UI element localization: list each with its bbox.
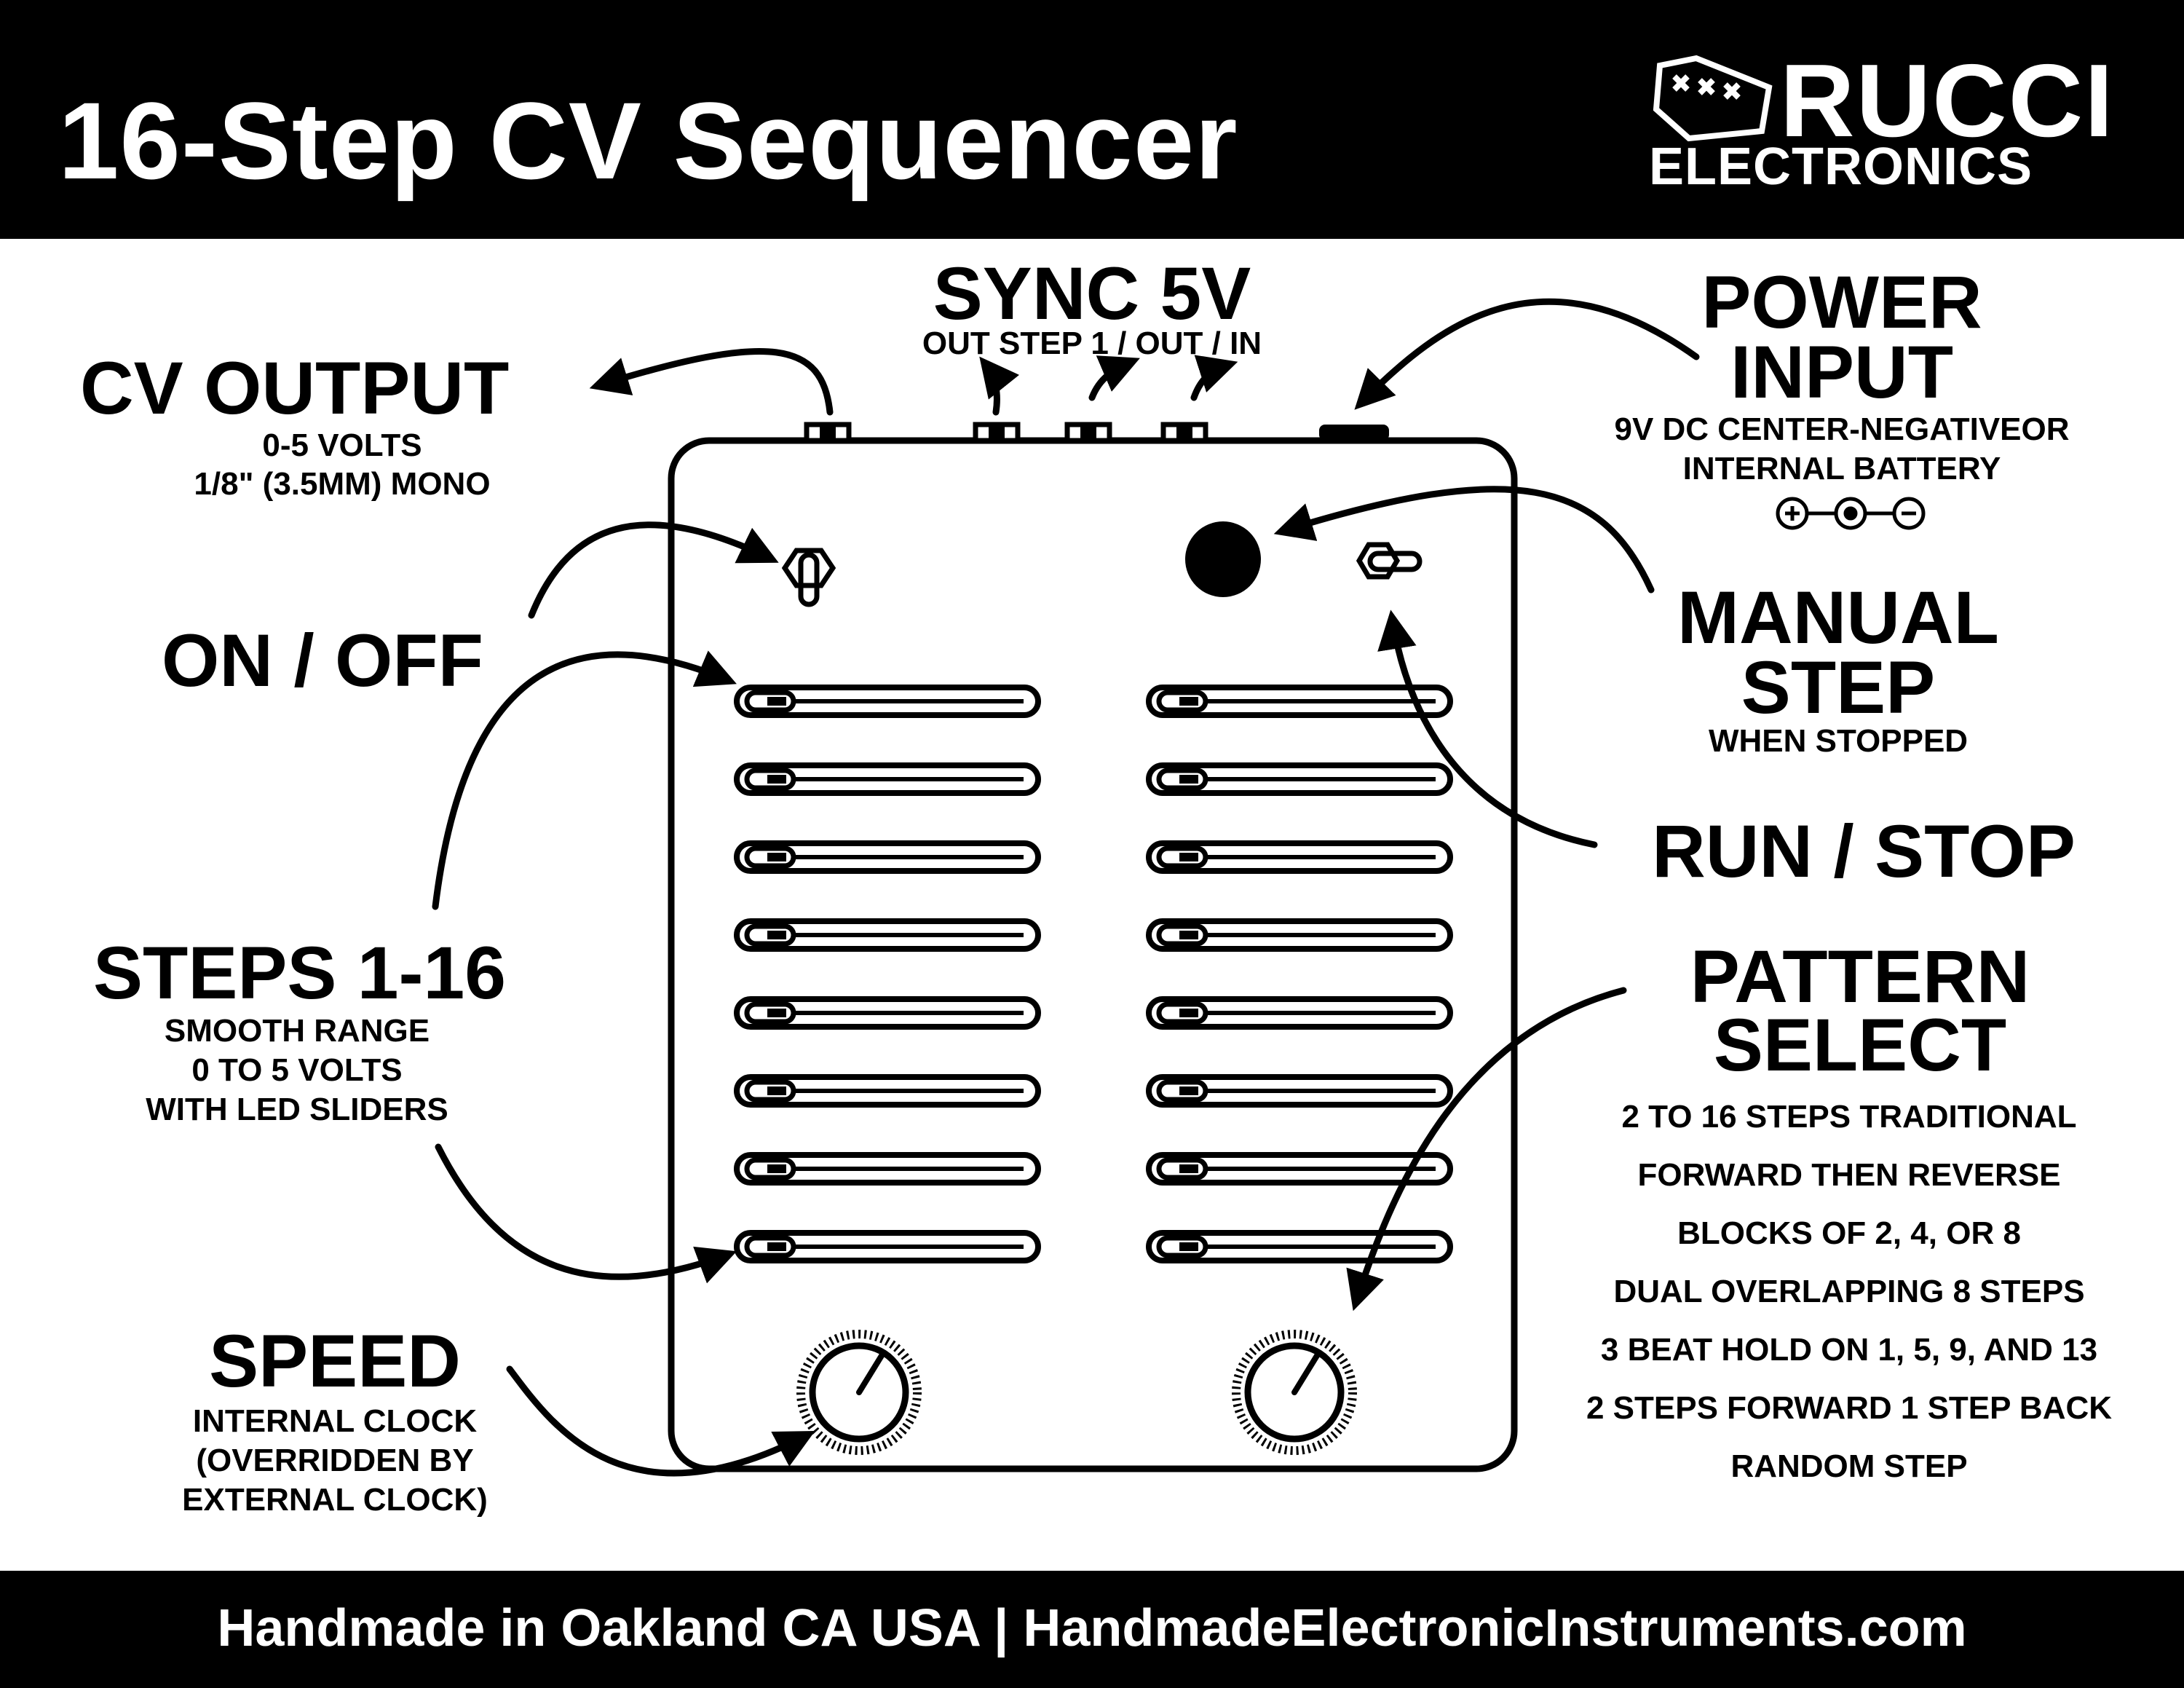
step-slider xyxy=(734,996,1041,1030)
pattern-title-2: SELECT xyxy=(1713,1003,2007,1086)
enclosure xyxy=(668,437,1518,1472)
sync-subtitle: OUT STEP 1 / OUT / IN xyxy=(922,326,1262,361)
step-slider xyxy=(1146,996,1453,1030)
run-stop-title: RUN / STOP xyxy=(1652,810,2076,893)
step-slider xyxy=(734,1074,1041,1108)
manual-step-arrow xyxy=(1273,486,1655,593)
steps-line1: SMOOTH RANGE xyxy=(164,1013,430,1049)
pattern-select-arrow xyxy=(1346,987,1627,1312)
run-stop-toggle-icon xyxy=(1356,542,1423,580)
power-line2: INTERNAL BATTERY xyxy=(1682,451,2001,486)
steps-top-arrow xyxy=(432,650,737,910)
cv-output-title: CV OUTPUT xyxy=(80,347,510,430)
step-slider xyxy=(734,1152,1041,1186)
speed-knob xyxy=(796,1330,922,1455)
step-sliders xyxy=(734,685,1453,1263)
header-bar xyxy=(0,0,2184,239)
pattern-item: 3 BEAT HOLD ON 1, 5, 9, AND 13 xyxy=(1600,1332,2098,1368)
pattern-item: BLOCKS OF 2, 4, OR 8 xyxy=(1677,1215,2021,1251)
sync-jack-out xyxy=(1064,422,1112,443)
power-title-1: POWER xyxy=(1701,261,1982,344)
sync-in-arrow xyxy=(1190,355,1238,401)
step-slider xyxy=(734,762,1041,796)
pattern-item: 2 TO 16 STEPS TRADITIONAL xyxy=(1621,1099,2077,1135)
step-slider xyxy=(1146,1230,1453,1263)
polarity-symbol-icon xyxy=(1776,497,1926,530)
steps-line2: 0 TO 5 VOLTS xyxy=(191,1052,403,1088)
step-slider xyxy=(734,685,1041,718)
step-slider xyxy=(1146,685,1453,718)
steps-line3: WITH LED SLIDERS xyxy=(146,1092,448,1127)
sync-jack-out-step1 xyxy=(973,422,1021,443)
steps-bottom-arrow xyxy=(435,1143,737,1284)
step-slider xyxy=(1146,840,1453,874)
manual-step-title-1: MANUAL xyxy=(1677,576,1999,659)
manual-step-title-2: STEP xyxy=(1741,646,1936,729)
manual-step-subtitle: WHEN STOPPED xyxy=(1708,723,1969,759)
step-slider xyxy=(1146,762,1453,796)
step-slider xyxy=(734,918,1041,952)
cv-output-arrow xyxy=(589,347,834,416)
manual-step-button xyxy=(1185,521,1261,597)
power-jack xyxy=(1319,425,1389,441)
page-title: 16-Step CV Sequencer xyxy=(58,79,1238,202)
footer-bar xyxy=(0,1571,2184,1688)
run-stop-arrow xyxy=(1377,610,1598,848)
steps-title: STEPS 1-16 xyxy=(93,931,506,1014)
step-slider xyxy=(1146,1074,1453,1108)
pattern-title-1: PATTERN xyxy=(1690,935,2030,1018)
sync-out-step1-arrow xyxy=(979,356,1020,416)
power-line1: 9V DC CENTER-NEGATIVEOR xyxy=(1614,411,2070,447)
cv-output-line1: 0-5 VOLTS xyxy=(262,427,422,463)
cv-output-line2: 1/8" (3.5MM) MONO xyxy=(194,466,491,502)
power-toggle-switch-icon xyxy=(781,548,836,607)
brand-logo-top: RUCCI xyxy=(1780,43,2115,159)
pattern-item: RANDOM STEP xyxy=(1730,1448,1968,1484)
power-input-arrow xyxy=(1354,298,1700,410)
pattern-item: DUAL OVERLAPPING 8 STEPS xyxy=(1613,1274,2085,1309)
footer-text: Handmade in Oakland CA USA | HandmadeEle… xyxy=(217,1599,1967,1657)
brand-logo-bottom: ELECTRONICS xyxy=(1649,138,2033,196)
speed-line3: EXTERNAL CLOCK) xyxy=(182,1482,488,1518)
sync-title: SYNC 5V xyxy=(933,252,1251,335)
pattern-item: FORWARD THEN REVERSE xyxy=(1637,1157,2061,1193)
cv-output-jack xyxy=(804,422,852,443)
brand-emblem-icon xyxy=(1653,55,1773,142)
speed-arrow xyxy=(506,1365,815,1477)
pattern-select-knob xyxy=(1232,1330,1357,1455)
speed-line1: INTERNAL CLOCK xyxy=(192,1403,478,1439)
pattern-item: 2 STEPS FORWARD 1 STEP BACK xyxy=(1586,1390,2113,1426)
step-slider xyxy=(1146,918,1453,952)
on-off-arrow xyxy=(528,521,779,619)
sync-jack-in xyxy=(1160,422,1208,443)
on-off-title: ON / OFF xyxy=(162,619,483,702)
step-slider xyxy=(734,840,1041,874)
power-title-2: INPUT xyxy=(1730,331,1953,414)
speed-line2: (OVERRIDDEN BY xyxy=(196,1443,474,1478)
step-slider xyxy=(1146,1152,1453,1186)
speed-title: SPEED xyxy=(209,1320,461,1403)
sync-out-arrow xyxy=(1088,355,1140,401)
step-slider xyxy=(734,1230,1041,1263)
